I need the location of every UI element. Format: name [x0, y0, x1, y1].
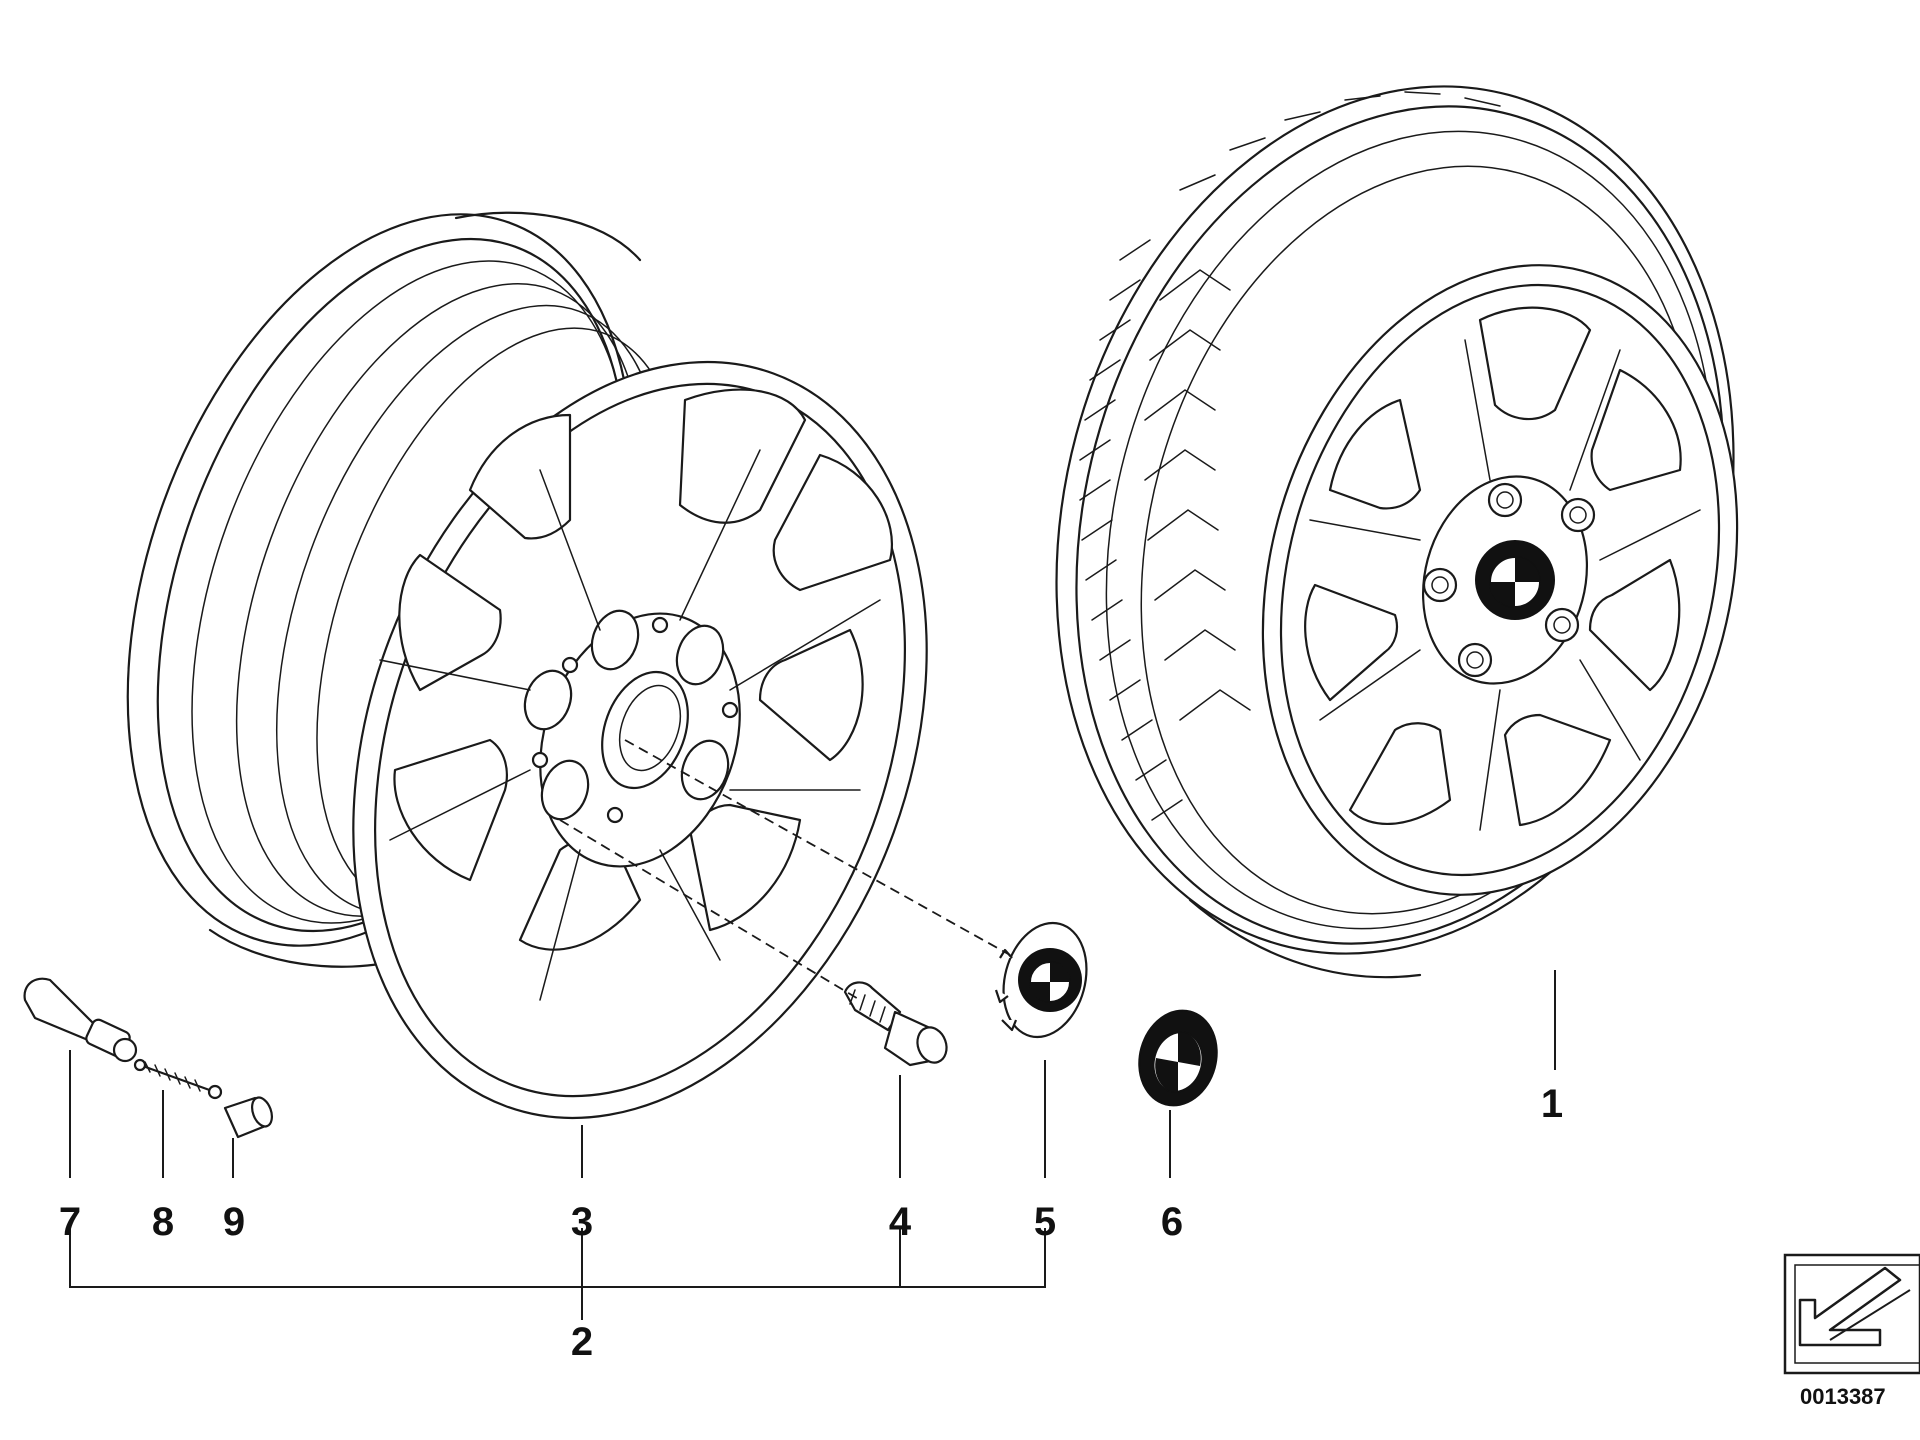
callout-8: 8 [152, 1200, 174, 1244]
callout-1: 1 [1541, 1082, 1563, 1126]
assembly-line-bolt [559, 819, 861, 1001]
valve-illustration [23, 977, 138, 1063]
wheel-bolt-illustration [843, 981, 948, 1067]
rim-face [352, 360, 928, 1120]
bmw-emblem-icon [1018, 948, 1082, 1012]
wheel-with-tire-illustration [1055, 85, 1739, 979]
valve-cap-illustration [223, 1096, 273, 1139]
callout-3: 3 [571, 1200, 593, 1244]
callout-5: 5 [1034, 1200, 1056, 1244]
emblem-illustration [1138, 1009, 1218, 1107]
mounted-rim [1261, 264, 1739, 896]
rim-illustration [126, 211, 928, 1120]
leader-lines [69, 970, 1556, 1320]
callout-6: 6 [1161, 1200, 1183, 1244]
parts-diagram-corner-icon [1783, 1253, 1920, 1375]
callout-7: 7 [59, 1200, 81, 1244]
callout-9: 9 [223, 1200, 245, 1244]
valve-insert-illustration [133, 1058, 223, 1100]
document-id: 0013387 [1800, 1384, 1886, 1409]
callout-2: 2 [571, 1320, 593, 1364]
callout-4: 4 [889, 1200, 912, 1244]
hub-cap-illustration [994, 921, 1088, 1039]
assembly-line-hubcap [624, 739, 1011, 956]
bmw-emblem-icon [1475, 540, 1555, 620]
